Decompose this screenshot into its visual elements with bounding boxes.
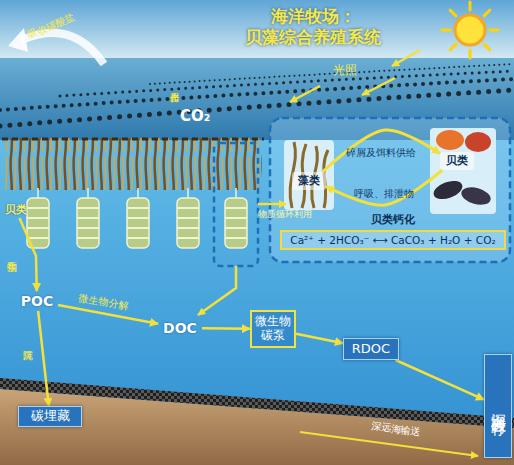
- shellfish-cage: [127, 188, 149, 248]
- sun-disc: [455, 15, 485, 45]
- flow-connector: [322, 130, 440, 172]
- transport-label: 深远海输送: [370, 420, 421, 438]
- scallop: [465, 132, 491, 152]
- flow-connector: [326, 170, 442, 205]
- flow-connector: [19, 218, 36, 291]
- co2-label: CO₂: [180, 108, 210, 125]
- edge-label: 微生物分解: [78, 292, 129, 312]
- raft-rope: [2, 138, 264, 141]
- eq-head-text: 贝类钙化: [371, 214, 415, 227]
- doc-node: DOC: [158, 318, 202, 338]
- recycling-label: 物质循环利用: [258, 210, 312, 220]
- node-text: 贝类: [5, 204, 27, 217]
- shellfish-label: 贝类: [2, 202, 30, 218]
- rdoc-box: RDOC: [343, 338, 399, 360]
- shellfish-cage: [177, 188, 199, 248]
- flow-connector: [38, 311, 49, 406]
- picture-frame: [284, 140, 334, 210]
- light-arrow: [392, 50, 420, 66]
- carbonate-uptake-arrow: [8, 28, 104, 64]
- diagram-title: 海洋牧场： 贝藻综合养殖系统: [238, 6, 388, 49]
- node-text: POC: [21, 293, 53, 309]
- shellfish-node: 贝类: [440, 152, 474, 170]
- scallop: [436, 130, 464, 150]
- node-text: 深海碳封存: [489, 401, 506, 411]
- algae-picture: [284, 140, 334, 210]
- carbon-pump-box: 微生物碳泵: [250, 310, 296, 348]
- light-arrow: [290, 86, 320, 102]
- inset-box: [270, 118, 510, 262]
- sun: [442, 2, 498, 58]
- edge-label: 碎屑及饵料供给: [346, 147, 416, 158]
- flow-arrow: [198, 266, 236, 315]
- arrow-head: [8, 28, 28, 52]
- node-text: 藻类: [298, 175, 320, 188]
- buoy-rows: [0, 64, 514, 126]
- mussel: [459, 184, 492, 207]
- node-text: RDOC: [352, 342, 390, 357]
- shellfish-cage: [225, 188, 247, 248]
- sun-rays: [442, 2, 498, 58]
- kelp-band: [4, 138, 262, 190]
- connectors: [19, 130, 484, 406]
- flow-connector: [202, 327, 250, 330]
- node-text: DOC: [163, 320, 197, 336]
- algae-frond: [290, 142, 328, 208]
- sky: [0, 0, 514, 60]
- mussel: [431, 177, 465, 202]
- eq-box-text: Ca²⁺ + 2HCO₃⁻ ⟷ CaCO₃ + H₂O + CO₂: [280, 230, 506, 250]
- highlight-box: [214, 143, 258, 266]
- deep-sea-storage-box: 深海碳封存: [484, 354, 512, 458]
- algae-node: 藻类: [292, 172, 326, 190]
- poc-node: POC: [16, 291, 58, 311]
- light-arrows: [290, 50, 420, 102]
- flow-arrow: [300, 432, 478, 456]
- shellfish-cage: [27, 188, 49, 248]
- node-text: 贝类: [446, 155, 468, 168]
- uptake-label: 吸收碳酸盐: [26, 11, 76, 40]
- burial-box: 碳埋藏: [18, 406, 82, 427]
- edge-label: 呼吸、排泄物: [354, 188, 414, 199]
- node-text: 微生物碳泵: [253, 315, 293, 343]
- shellfish-cage: [77, 188, 99, 248]
- seabed-rock: [0, 378, 514, 428]
- light-label: 光照: [333, 64, 357, 77]
- flow-arrow: [258, 203, 286, 206]
- flow-connector: [396, 360, 484, 400]
- calcification-node: 贝类钙化 Ca²⁺ + 2HCO₃⁻ ⟷ CaCO₃ + H₂O + CO₂: [280, 214, 506, 258]
- node-text: 碳埋藏: [31, 409, 70, 424]
- light-arrow: [362, 78, 395, 95]
- flow-connector: [296, 334, 343, 344]
